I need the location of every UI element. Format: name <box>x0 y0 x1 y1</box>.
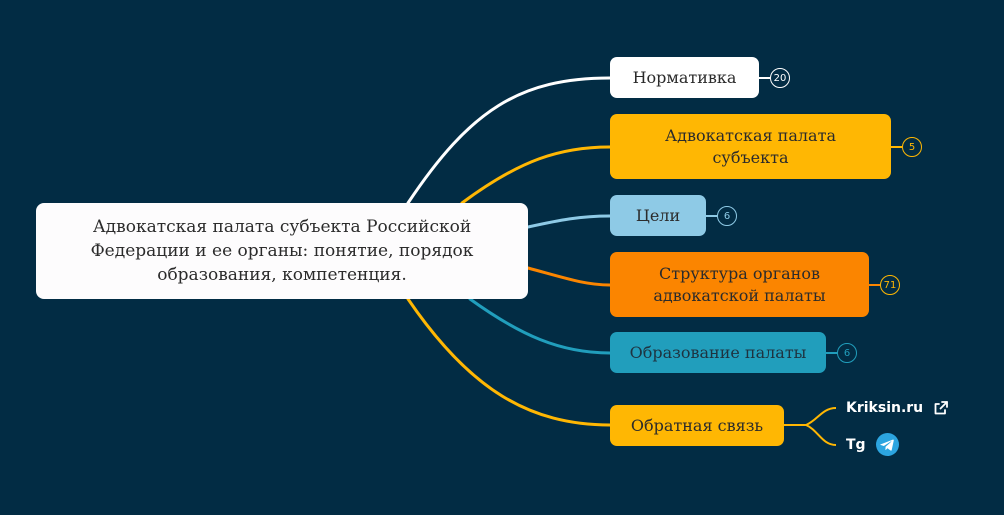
connector-struktura <box>526 266 612 287</box>
count-badge-normativka[interactable]: 20 <box>770 68 790 88</box>
kriksin-link-label: Kriksin.ru <box>846 400 924 416</box>
tg-link-label: Tg <box>846 437 866 453</box>
connector-normativka <box>406 76 612 205</box>
tg-link[interactable]: Tg <box>846 434 866 456</box>
branch-label: Образование палаты <box>629 342 807 362</box>
connector-obrazovanie <box>468 297 612 355</box>
count-badge-palata-subekta[interactable]: 5 <box>902 137 922 157</box>
count-badge-struktura[interactable]: 71 <box>880 275 900 295</box>
branch-label: Обратная связь <box>630 415 764 435</box>
branch-label-line1: Адвокатская палата <box>665 125 836 145</box>
root-label-line2: Федерации и ее органы: понятие, порядок <box>90 241 474 261</box>
connector-obratnaya-svyaz <box>406 297 612 427</box>
external-link-icon[interactable] <box>933 400 949 416</box>
connector-tg <box>805 424 837 446</box>
branch-obrazovanie[interactable]: Образование палаты <box>610 332 826 373</box>
count-badge-obrazovanie[interactable]: 6 <box>837 343 857 363</box>
branch-label-line1: Структура органов <box>659 263 820 283</box>
connector-kriksin <box>805 407 837 426</box>
connector-celi <box>526 214 612 229</box>
branch-label: Цели <box>635 205 681 225</box>
branch-struktura[interactable]: Структура органов адвокатской палаты <box>610 252 869 317</box>
kriksin-link[interactable]: Kriksin.ru <box>846 398 923 418</box>
branch-normativka[interactable]: Нормативка <box>610 57 759 98</box>
branch-label-line2: адвокатской палаты <box>653 285 826 305</box>
branch-palata-subekta[interactable]: Адвокатская палата субъекта <box>610 114 891 179</box>
connector-palata-subekta <box>460 145 612 205</box>
telegram-icon[interactable] <box>876 433 899 456</box>
root-node[interactable]: Адвокатская палата субъекта Российской Ф… <box>36 203 528 299</box>
root-label-line3: образования, компетенция. <box>157 265 407 285</box>
root-label-line1: Адвокатская палата субъекта Российской <box>92 217 472 237</box>
branch-celi[interactable]: Цели <box>610 195 706 236</box>
branch-obratnaya-svyaz[interactable]: Обратная связь <box>610 405 784 446</box>
branch-label-line2: субъекта <box>712 147 789 167</box>
branch-label: Нормативка <box>632 67 737 87</box>
count-badge-celi[interactable]: 6 <box>717 206 737 226</box>
